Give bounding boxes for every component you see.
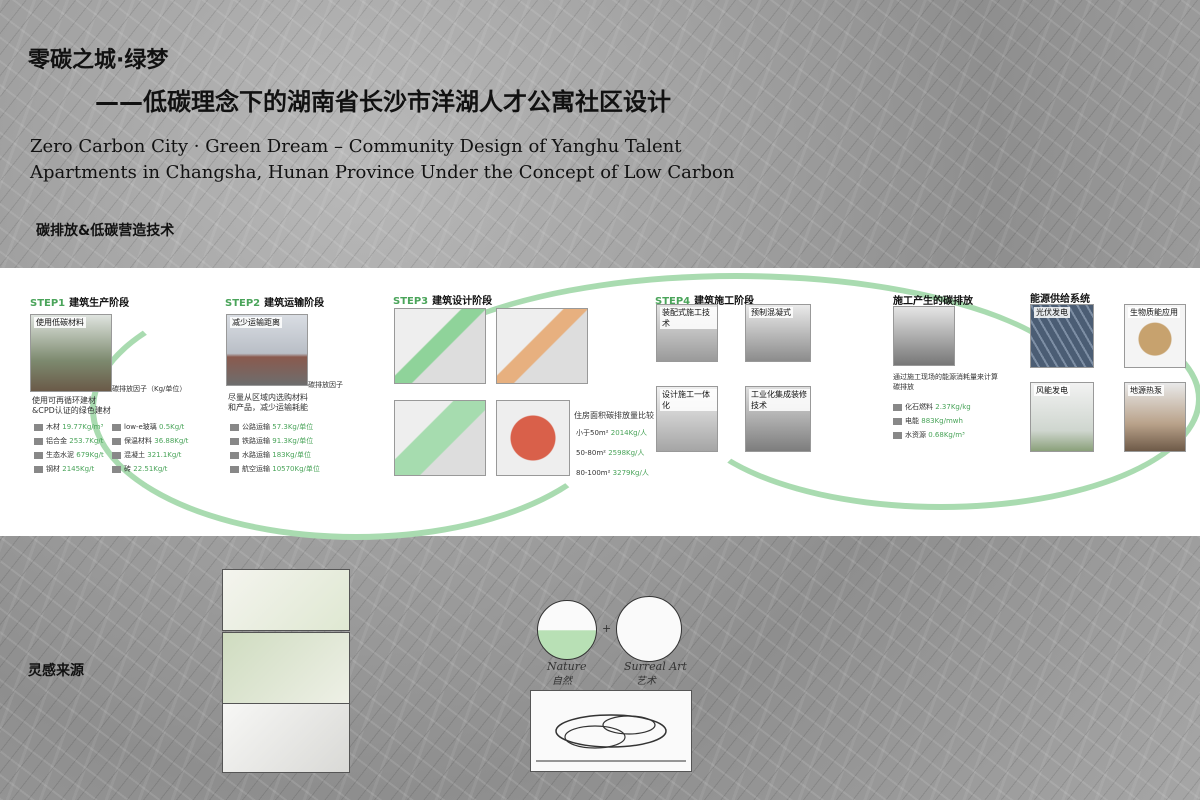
construction-photo-1: 装配式施工技术 bbox=[656, 304, 718, 362]
forest-photo: 使用低碳材料 bbox=[30, 314, 112, 392]
site-workers-photo bbox=[893, 306, 955, 366]
flow-arc bbox=[90, 278, 622, 540]
title-en: Zero Carbon City · Green Dream – Communi… bbox=[30, 136, 735, 183]
wind-photo: 风能发电 bbox=[1030, 382, 1094, 452]
flow-arc bbox=[380, 273, 1092, 525]
nature-label: Nature bbox=[547, 660, 587, 673]
section-title: 碳排放&低碳营造技术 bbox=[36, 223, 175, 239]
title-cn-sub: ——低碳理念下的湖南省长沙市洋湖人才公寓社区设计 bbox=[95, 88, 671, 116]
inspiration-sketch-2 bbox=[222, 632, 350, 704]
emissions-heading: 施工产生的碳排放 bbox=[893, 296, 973, 307]
shipping-photo: 减少运输距离 bbox=[226, 314, 308, 386]
nature-sketch-circle bbox=[537, 600, 597, 660]
concept-sketch bbox=[530, 690, 692, 772]
surreal-art-sketch-circle bbox=[616, 596, 682, 662]
site-axon-3 bbox=[394, 400, 486, 476]
surreal-art-label: Surreal Art bbox=[624, 660, 687, 673]
rings-sketch-icon bbox=[536, 714, 686, 762]
solar-photo: 光伏发电 bbox=[1030, 304, 1094, 368]
site-axon-2 bbox=[496, 308, 588, 384]
construction-photo-2: 预制混凝式 bbox=[745, 304, 811, 362]
geothermal-photo: 地源热泵 bbox=[1124, 382, 1186, 452]
construction-photo-3: 设计施工一体化 bbox=[656, 386, 718, 452]
site-axon-1 bbox=[394, 308, 486, 384]
construction-photo-4: 工业化集成装修技术 bbox=[745, 386, 811, 452]
biomass-photo: 生物质能应用 bbox=[1124, 304, 1186, 368]
inspiration-sketch-1 bbox=[222, 569, 350, 631]
inspiration-sketch-3 bbox=[222, 703, 350, 773]
inspiration-title: 灵感来源 bbox=[28, 663, 84, 679]
title-cn-main: 零碳之城·绿梦 bbox=[28, 48, 169, 73]
site-axon-4 bbox=[496, 400, 570, 476]
energy-heading: 能源供给系统 bbox=[1030, 294, 1090, 305]
flow-arc bbox=[680, 288, 1200, 510]
